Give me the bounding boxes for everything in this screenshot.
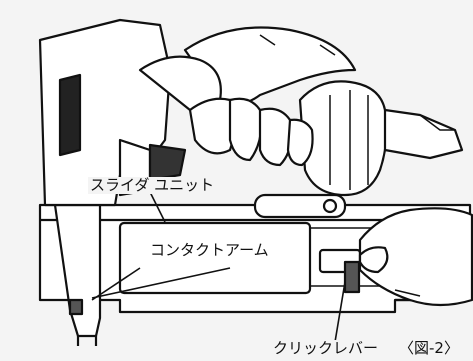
contact-arm-leader-1 <box>91 267 231 299</box>
slider-unit-leader <box>149 191 166 223</box>
trigger-lever <box>253 193 347 219</box>
tool-body <box>38 18 187 207</box>
label-click-lever: クリックレバー <box>271 339 381 357</box>
click-lever-leader <box>334 281 346 343</box>
hand-bottom <box>358 207 473 307</box>
rear-cap <box>298 80 464 197</box>
leader-lines <box>91 191 346 343</box>
label-slider-unit: スライダ ユニット <box>88 176 217 194</box>
hand-top <box>138 26 357 167</box>
label-contact-arm: コンタクトアーム <box>150 241 269 259</box>
contact-arm-leader-2 <box>91 267 141 301</box>
label-figure-ref: 〈図-2〉 <box>397 339 461 357</box>
